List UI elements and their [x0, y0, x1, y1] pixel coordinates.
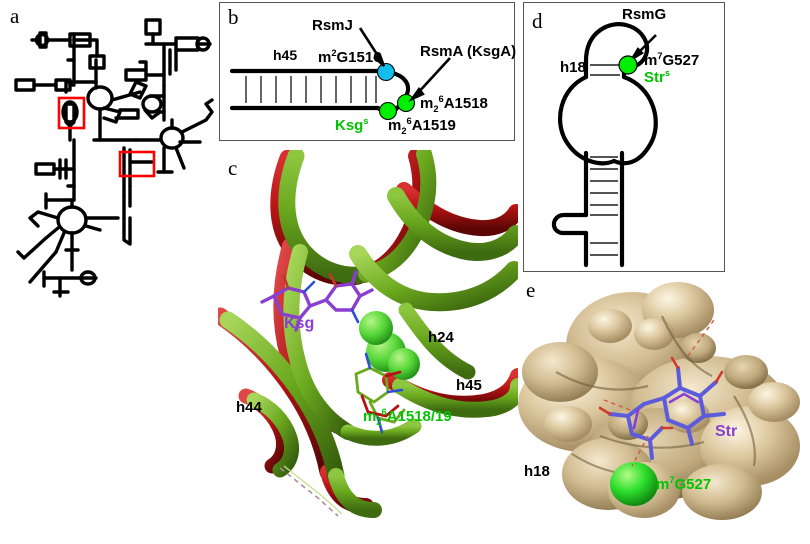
panel-b-rsmj-label: RsmJ: [312, 17, 353, 34]
panel-e-h18-label: h18: [524, 463, 550, 480]
panel-b-rsma-label: RsmA (KsgA): [420, 43, 517, 60]
panel-c-h44-label: h44: [236, 399, 262, 416]
interaction-dashed-line: [279, 467, 339, 517]
sphere-m26A-2: [359, 311, 393, 345]
panel-e-letter: e: [526, 278, 536, 302]
nucleotide-dot-m26A1519: [378, 101, 398, 121]
panel-d-str-sensitivity-label: Strs: [644, 68, 671, 86]
panel-d-rsmg-label: RsmG: [622, 6, 667, 23]
panel-b-letter: b: [228, 5, 239, 29]
rsma-arrowhead: [408, 86, 425, 102]
panel-b-m2g1516-label: m2G1516: [318, 48, 382, 66]
rsmj-arrowhead: [372, 53, 386, 67]
panel-d-h18-label: h18: [560, 59, 586, 76]
panel-c-letter: c: [228, 156, 238, 180]
nucleotide-dot-m2G1516: [376, 62, 396, 82]
panel-b-m26a1518-label: m26A1518: [420, 94, 488, 114]
panel-d-letter: d: [532, 9, 543, 33]
panel-b: b: [219, 2, 517, 141]
panel-d-m7g527-label: m7G527: [644, 51, 700, 69]
panel-c-m26a1518-19-label: m26A1518/19: [363, 407, 452, 427]
panel-b-ksg-sensitivity-label: Ksgs: [335, 116, 369, 134]
panel-e: e: [512, 276, 810, 544]
panel-c-h45-label: h45: [456, 377, 482, 394]
surface-patch-m7G527: [610, 462, 658, 506]
highlight-box-h18: [57, 96, 86, 130]
highlight-box-h45: [118, 150, 156, 178]
panel-a: a: [0, 0, 218, 300]
panel-c-ksg-label: Ksg: [284, 315, 315, 332]
panel-c: c: [218, 150, 518, 544]
ribbon-superposition-render: [218, 150, 518, 518]
panel-c-h24-label: h24: [428, 329, 454, 346]
h45-hairpin-schematic: [229, 27, 451, 121]
panel-b-m26a1519-label: m26A1519: [388, 116, 456, 136]
panel-d: d: [523, 2, 725, 272]
panel-b-h45-label: h45: [273, 47, 298, 63]
nucleotide-dot-m7G527: [618, 55, 638, 75]
nucleotide-dot-m26A1518: [396, 93, 416, 113]
h18-molecular-surface-render: [518, 282, 800, 520]
panel-e-m7g527-label: m7G527: [656, 475, 712, 493]
panel-a-letter: a: [10, 4, 20, 28]
rsmg-arrowhead: [630, 47, 644, 61]
h18-hairpin-schematic: [551, 22, 658, 268]
panel-e-str-label: Str: [715, 423, 738, 440]
rrna-secondary-structure-diagram: [14, 18, 214, 298]
